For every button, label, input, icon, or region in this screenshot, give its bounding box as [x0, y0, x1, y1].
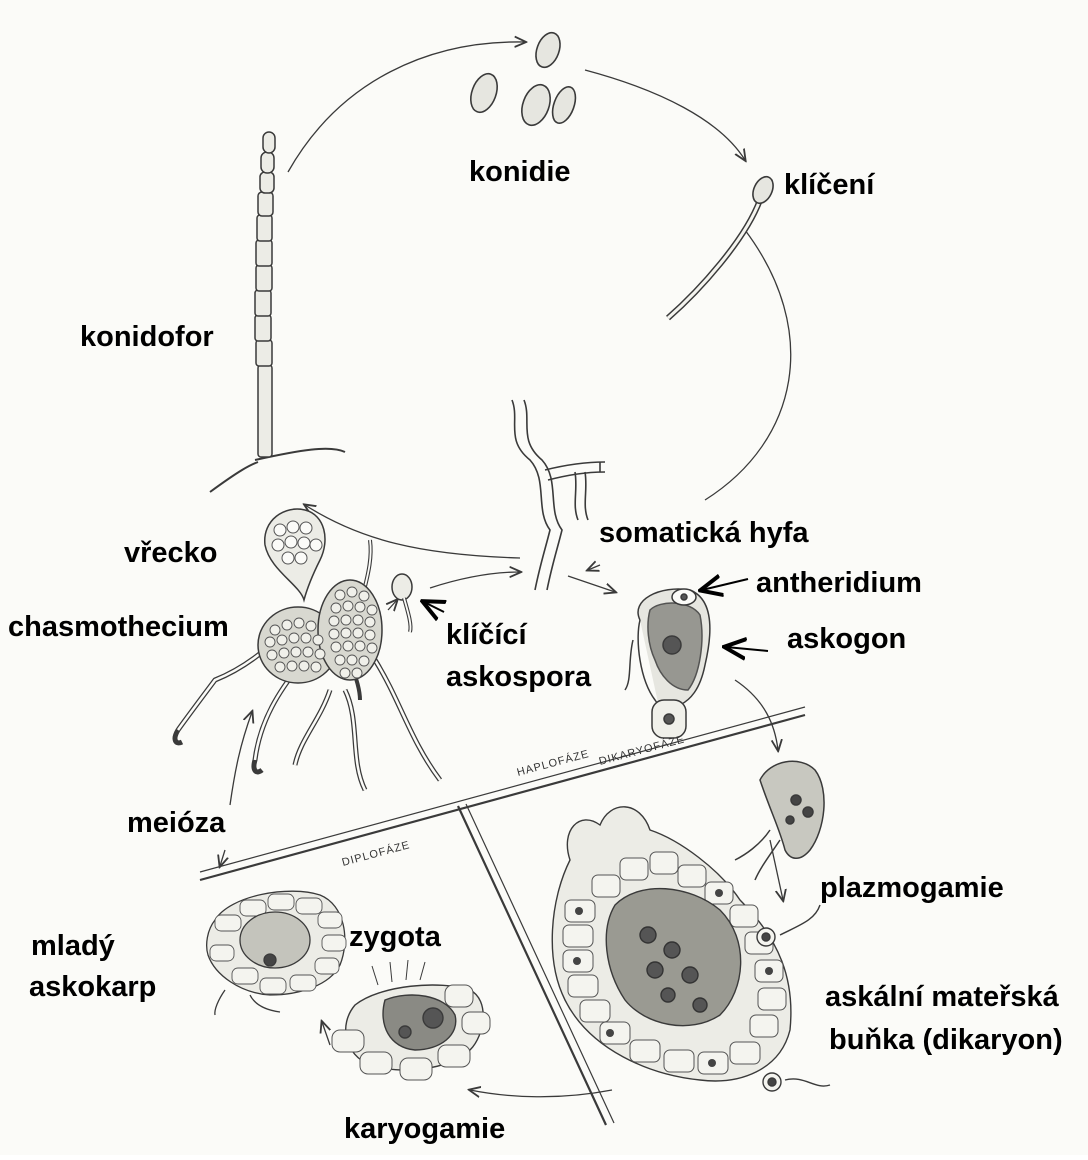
label-klicici: klíčící [446, 618, 527, 652]
label-bunka-dikaryon: buňka (dikaryon) [829, 1023, 1063, 1057]
label-antheridium: antheridium [756, 566, 922, 600]
label-kliceni: klíčení [784, 168, 874, 202]
zygote-drawing [332, 960, 490, 1080]
ascogenous-hyphae [735, 761, 824, 880]
somatic-hypha [512, 400, 605, 590]
label-askogon: askogon [787, 622, 906, 656]
label-vrecko: vřecko [124, 536, 218, 570]
label-plazmogamie: plazmogamie [820, 871, 1004, 905]
label-askokarp: askokarp [29, 970, 156, 1004]
label-meioza: meióza [127, 806, 225, 840]
phase-label-diplofaze: DIPLOFÁZE [340, 838, 411, 869]
phase-label-haplofaze: HAPLOFÁZE [515, 747, 590, 779]
ascus-drawing [265, 509, 325, 600]
label-konidie: konidie [469, 155, 571, 189]
label-karyogamie: karyogamie [344, 1112, 505, 1146]
germinating-conidium [668, 174, 777, 318]
label-mlady: mladý [31, 929, 115, 963]
conidiophore [210, 132, 345, 492]
young-ascocarp-drawing [207, 891, 346, 1015]
label-chasmothecium: chasmothecium [8, 610, 229, 644]
label-konidofor: konidofor [80, 320, 214, 354]
label-askospora: askospora [446, 660, 591, 694]
gametangia-drawing [625, 589, 710, 738]
label-somaticka-hyfa: somatická hyfa [599, 516, 809, 550]
label-zygota: zygota [349, 920, 441, 954]
label-askalni-materska: askální mateřská [825, 980, 1059, 1014]
